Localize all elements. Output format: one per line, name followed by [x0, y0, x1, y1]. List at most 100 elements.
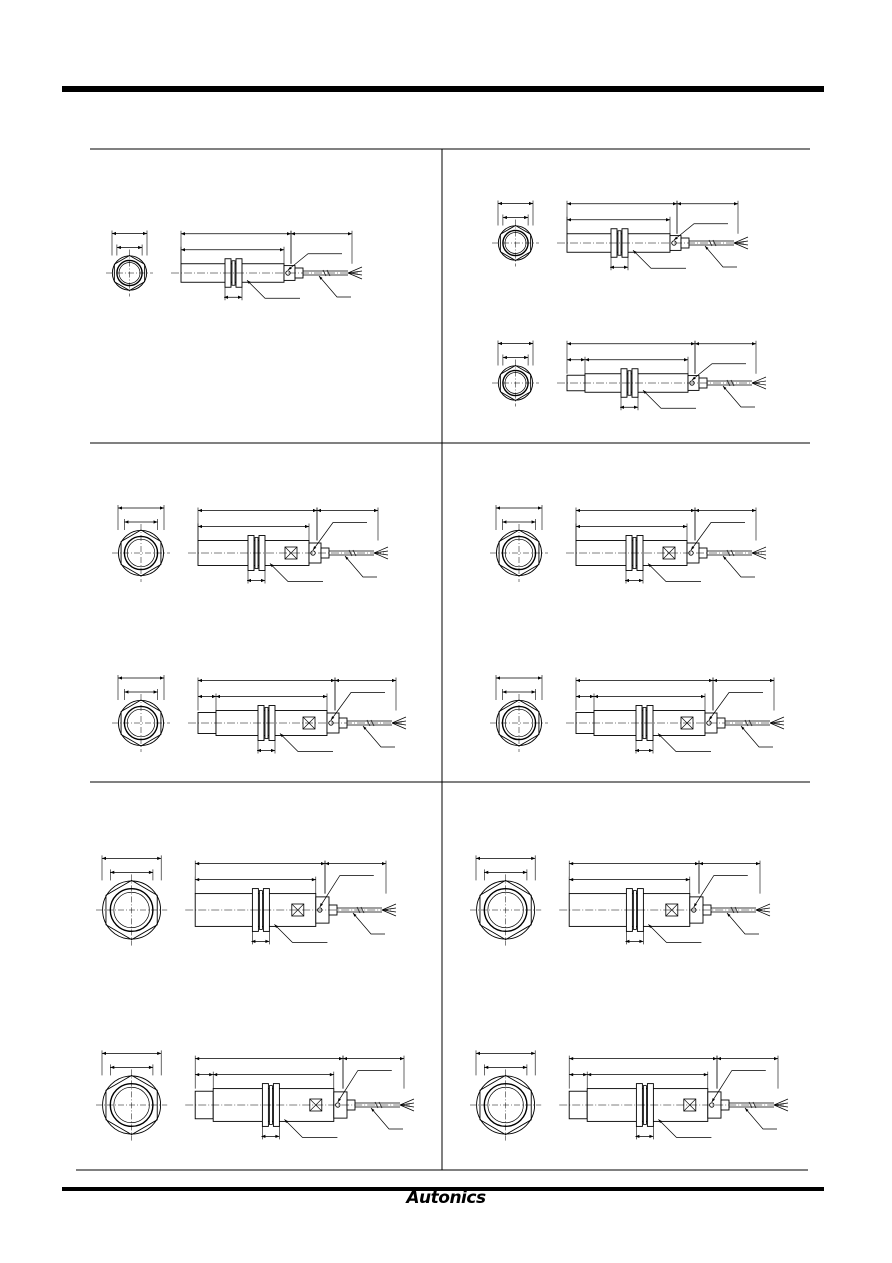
leader-line: [658, 1119, 712, 1138]
dimension-arrow: [683, 524, 687, 529]
dimension-arrow: [257, 748, 261, 753]
dimension-arrow: [583, 1073, 588, 1077]
dimension-arrow: [634, 405, 638, 409]
cable-wire: [769, 716, 785, 724]
cable-wire: [399, 1102, 415, 1106]
dimension-arrow: [275, 1134, 280, 1138]
dimension-arrow: [118, 676, 122, 680]
dimension-arrow: [752, 342, 756, 346]
sensor-figure: [492, 340, 767, 411]
leader-line: [312, 522, 367, 551]
dimension-arrow: [271, 748, 275, 753]
window-cross: [662, 546, 676, 560]
dimension-arrow: [339, 1057, 343, 1061]
dimension-arrow: [247, 578, 251, 583]
leader-arrow: [648, 563, 652, 568]
cable-wire: [399, 1104, 415, 1108]
dimension-arrow: [280, 248, 284, 252]
dimension-arrow: [102, 1051, 106, 1055]
dimension-arrow: [153, 690, 158, 694]
dimension-arrow: [569, 878, 574, 882]
cable-wire: [751, 546, 767, 554]
cable-wire: [347, 266, 363, 274]
page-frame: [62, 86, 824, 1191]
dimension-arrow: [567, 342, 571, 346]
front-view-outer-circle: [496, 530, 542, 576]
leader-line: [274, 924, 328, 943]
dimension-arrow: [313, 508, 317, 513]
cable-wire: [381, 903, 397, 911]
dimension-arrow: [476, 856, 480, 860]
cable-wire: [733, 242, 749, 250]
leader-line: [744, 1107, 777, 1130]
leader-arrow: [691, 546, 695, 550]
leader-arrow: [741, 726, 745, 730]
dimension-arrow: [329, 1073, 334, 1077]
dimension-arrow: [567, 218, 571, 222]
leader-arrow: [643, 390, 647, 394]
leader-arrow: [674, 236, 678, 240]
leader-arrow: [709, 716, 713, 720]
dimension-arrow: [529, 341, 533, 346]
dimension-arrow: [124, 520, 129, 524]
leader-line: [642, 390, 696, 409]
front-view-outer-circle: [118, 530, 164, 576]
front-view-outer-circle: [476, 1075, 536, 1135]
cable-wire: [733, 240, 749, 244]
dimension-arrow: [181, 248, 185, 252]
dimension-arrow: [635, 1134, 640, 1138]
sensor-figure: [470, 855, 771, 946]
dimension-arrow: [685, 878, 690, 882]
dimension-arrow: [502, 215, 507, 220]
dimension-arrow: [484, 870, 489, 874]
cable-wire: [769, 720, 785, 724]
dimension-arrow: [498, 341, 502, 346]
leader-arrow: [319, 276, 323, 280]
dimension-arrow: [502, 690, 507, 694]
dimension-arrow: [124, 690, 129, 694]
dimension-arrow: [695, 508, 699, 513]
cable-wire: [773, 1104, 789, 1108]
front-view-outer-circle: [102, 1075, 162, 1135]
leader-line: [690, 522, 745, 551]
cable-wire: [751, 552, 767, 556]
cable-wire: [373, 552, 389, 560]
leader-line: [726, 912, 759, 935]
dimension-arrow: [195, 1073, 200, 1077]
sensor-figure: [112, 505, 389, 584]
cable-wire: [381, 907, 397, 911]
dimension-arrow: [673, 202, 677, 206]
dimension-arrow: [581, 358, 585, 362]
sensor-figure: [96, 855, 397, 946]
dimension-arrow: [321, 862, 325, 866]
window-cross: [665, 903, 679, 917]
dimension-arrow: [209, 1073, 214, 1077]
dimension-arrow: [476, 1051, 480, 1055]
brand-logo: Autonics: [406, 1188, 486, 1208]
leader-arrow: [353, 913, 357, 917]
dimension-arrow: [677, 202, 681, 206]
cable-wire: [755, 909, 771, 913]
leader-line: [284, 1119, 338, 1138]
dimension-arrow: [195, 878, 200, 882]
dimension-arrow: [317, 508, 321, 513]
cable-wire: [391, 722, 407, 726]
dimension-arrow: [224, 295, 228, 299]
dimension-arrow: [576, 678, 580, 683]
leader-line: [287, 253, 342, 271]
bottom-rule: [62, 1187, 824, 1191]
leader-arrow: [331, 716, 335, 720]
cable-wire: [751, 376, 767, 384]
dimension-arrow: [216, 694, 220, 699]
dimension-arrow: [502, 355, 507, 360]
leader-line: [722, 385, 755, 408]
dimension-arrow: [195, 1057, 200, 1061]
dimension-arrow: [709, 678, 713, 683]
leader-line: [693, 875, 748, 908]
dimension-arrow: [138, 245, 143, 250]
dimension-arrow: [153, 520, 158, 524]
dimension-arrow: [567, 358, 571, 362]
leader-arrow: [313, 546, 317, 550]
top-rule: [62, 86, 824, 92]
